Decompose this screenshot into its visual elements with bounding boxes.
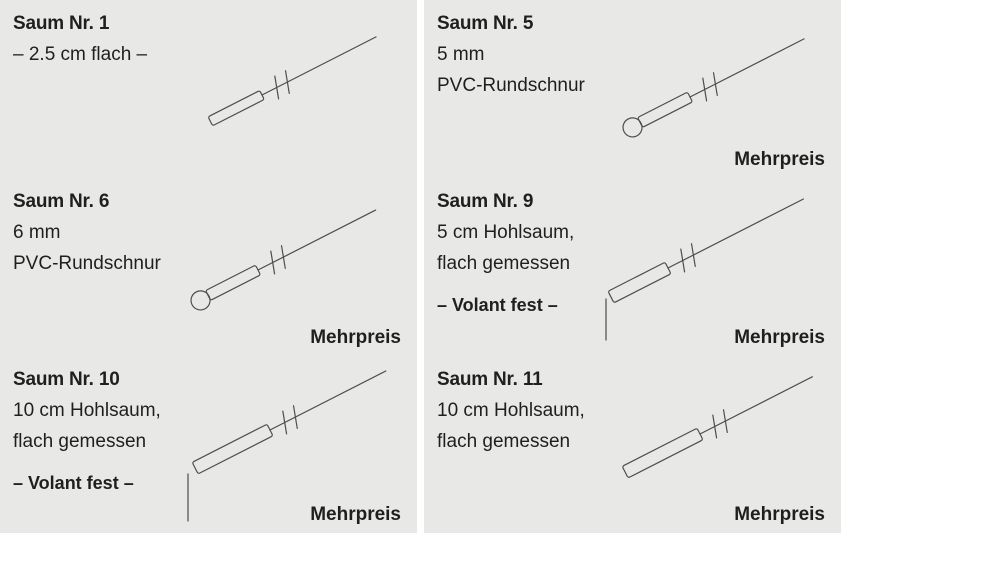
mehrpreis-label: Mehrpreis	[734, 327, 825, 348]
panel-text-block: Saum Nr. 1 – 2.5 cm flach –	[13, 9, 147, 70]
panel-description-line1: 5 mm	[437, 44, 485, 65]
panel-description-line2: flach gemessen	[437, 253, 571, 274]
hollow-hem-diagram	[622, 376, 813, 478]
volant-note: – Volant fest –	[437, 295, 558, 315]
panel-saum-nr-6: Saum Nr. 6 6 mm PVC-Rundschnur Mehrpreis	[0, 178, 417, 356]
panel-description-line2: flach gemessen	[437, 431, 571, 452]
panel-text-block: Saum Nr. 9 5 cm Hohlsaum, flach gemessen…	[437, 187, 574, 320]
panel-description-line1: – 2.5 cm flach –	[13, 44, 148, 65]
panel-description-line1: 6 mm	[13, 222, 61, 243]
panel-description-line2: PVC-Rundschnur	[437, 75, 585, 96]
mehrpreis-label: Mehrpreis	[310, 327, 401, 348]
hollow-hem-volant-diagram	[605, 198, 805, 341]
panel-description-line2: flach gemessen	[13, 431, 147, 452]
mehrpreis-label: Mehrpreis	[734, 149, 825, 170]
panel-title: Saum Nr. 1	[13, 13, 110, 34]
mehrpreis-label: Mehrpreis	[734, 504, 825, 525]
pvc-cord-hem-diagram	[190, 209, 377, 311]
panel-text-block: Saum Nr. 6 6 mm PVC-Rundschnur	[13, 187, 161, 279]
panel-description-line2: PVC-Rundschnur	[13, 253, 161, 274]
panel-description-line1: 10 cm Hohlsaum,	[437, 400, 585, 421]
pvc-cord-hem-diagram	[622, 38, 805, 138]
panel-title: Saum Nr. 9	[437, 191, 534, 212]
seam-panels-grid: Saum Nr. 1 – 2.5 cm flach – Saum Nr. 5 5…	[0, 0, 841, 533]
panel-title: Saum Nr. 11	[437, 369, 543, 390]
panel-text-block: Saum Nr. 5 5 mm PVC-Rundschnur	[437, 9, 585, 101]
panel-title: Saum Nr. 6	[13, 191, 110, 212]
panel-saum-nr-10: Saum Nr. 10 10 cm Hohlsaum, flach gemess…	[0, 356, 417, 533]
panel-saum-nr-9: Saum Nr. 9 5 cm Hohlsaum, flach gemessen…	[424, 178, 841, 356]
volant-note: – Volant fest –	[13, 473, 134, 493]
panel-title: Saum Nr. 5	[437, 13, 534, 34]
panel-description-line1: 5 cm Hohlsaum,	[437, 222, 575, 243]
panel-text-block: Saum Nr. 10 10 cm Hohlsaum, flach gemess…	[13, 365, 161, 498]
panel-saum-nr-1: Saum Nr. 1 – 2.5 cm flach –	[0, 0, 417, 178]
panel-text-block: Saum Nr. 11 10 cm Hohlsaum, flach gemess…	[437, 365, 585, 457]
flat-hem-diagram	[208, 36, 377, 126]
hollow-hem-volant-diagram	[187, 370, 387, 522]
panel-saum-nr-5: Saum Nr. 5 5 mm PVC-Rundschnur Mehrpreis	[424, 0, 841, 178]
panel-description-line1: 10 cm Hohlsaum,	[13, 400, 161, 421]
panel-title: Saum Nr. 10	[13, 369, 120, 390]
mehrpreis-label: Mehrpreis	[310, 504, 401, 525]
panel-saum-nr-11: Saum Nr. 11 10 cm Hohlsaum, flach gemess…	[424, 356, 841, 533]
